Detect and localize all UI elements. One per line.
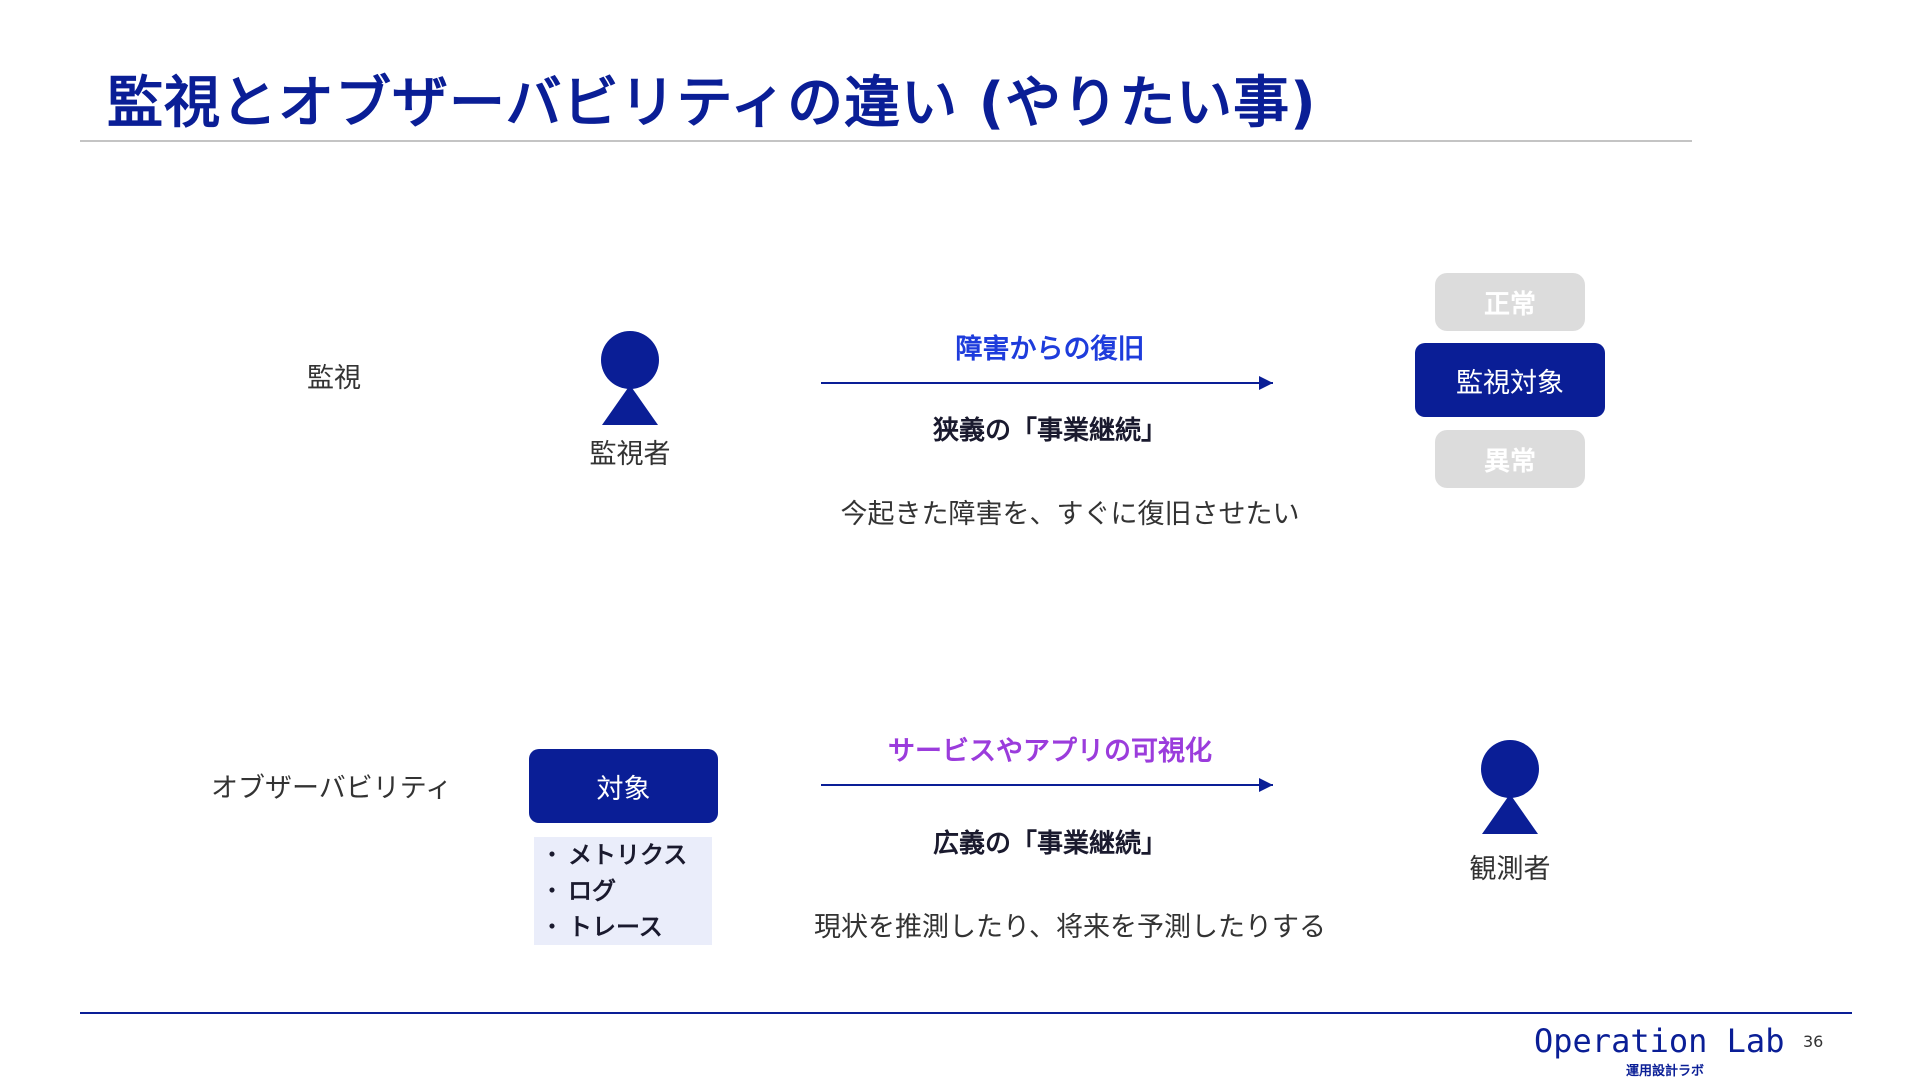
arrow-right-icon [1259,376,1273,390]
person-body-icon [602,385,658,425]
brand-subtitle: 運用設計ラボ [1626,1064,1705,1079]
brand-logo-text: Operation Lab [1534,1022,1785,1060]
observability-arrow-caption: サービスやアプリの可視化 [888,736,1212,767]
monitor-person-icon [598,331,662,425]
bullet-icon: ・ [540,877,564,905]
monitoring-target-box: 監視対象 [1415,343,1605,417]
monitoring-arrow-line [821,382,1273,384]
slide-title: 監視とオブザーバビリティの違い (やりたい事) [107,71,1317,136]
page-number: 36 [1803,1032,1824,1051]
row-label-monitoring: 監視 [307,363,361,394]
observer-label: 観測者 [1469,854,1551,885]
person-head-icon [601,331,659,389]
observability-description: 現状を推測したり、将来を予測したりする [814,912,1326,943]
signal-logs: ログ [568,877,616,905]
monitoring-description: 今起きた障害を、すぐに復旧させたい [840,499,1300,530]
person-head-icon [1481,740,1539,798]
list-item: ・ログ [534,873,712,909]
bullet-icon: ・ [540,913,564,941]
footer-divider [80,1012,1852,1014]
observer-person-icon [1478,740,1542,834]
list-item: ・メトリクス [534,837,712,873]
title-divider [80,140,1692,142]
signal-list: ・メトリクス ・ログ ・トレース [534,837,712,945]
row-label-observability: オブザーバビリティ [211,773,453,804]
observability-arrow-line [821,784,1273,786]
state-abnormal-box: 異常 [1435,430,1585,488]
monitor-actor-label: 監視者 [589,439,671,470]
arrow-right-icon [1259,778,1273,792]
monitoring-arrow-caption: 障害からの復旧 [955,334,1145,365]
bullet-icon: ・ [540,841,564,869]
signal-metrics: メトリクス [568,841,688,869]
person-body-icon [1482,794,1538,834]
observability-target-box: 対象 [529,749,718,823]
list-item: ・トレース [534,909,712,945]
signal-traces: トレース [568,913,663,941]
state-normal-box: 正常 [1435,273,1585,331]
observability-arrow-subcaption: 広義の「事業継続」 [932,829,1167,859]
monitoring-arrow-subcaption: 狭義の「事業継続」 [932,416,1167,446]
